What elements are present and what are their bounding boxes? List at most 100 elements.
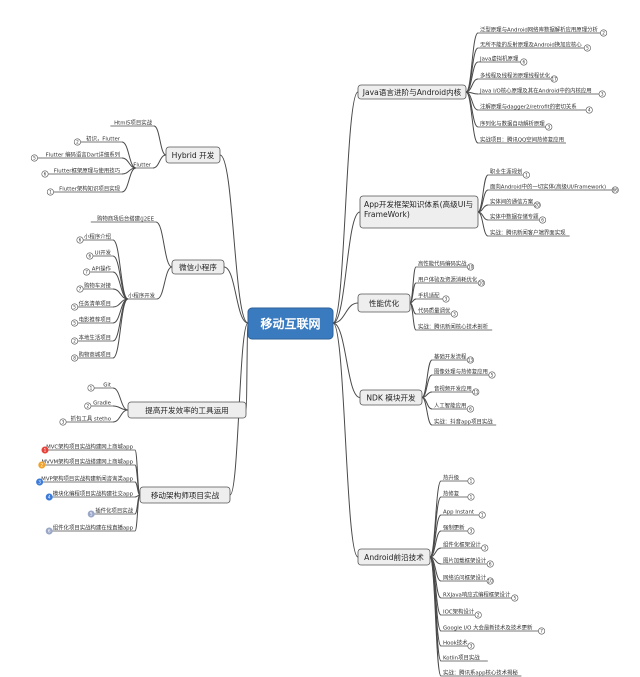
leaf-label: 图像处理与热修复应用 <box>434 368 488 376</box>
edge-leaf <box>112 298 129 359</box>
leaf-badge <box>550 75 558 83</box>
leaf-badge <box>467 477 475 485</box>
leaf-label: 购物商场后台搭建(J2EE <box>97 215 155 223</box>
leaf-label: 插件化项目实战 <box>95 507 133 515</box>
leaf-badge <box>539 216 547 224</box>
edge-leaf <box>121 167 137 193</box>
leaf-label: 热修复 <box>443 490 460 498</box>
branch-label-arch: 移动架构师项目实战 <box>151 490 220 500</box>
leaf-label: 注解原理与dagger2/retrofit的密切关系 <box>480 103 577 111</box>
leaf-label: MVC架构项目实战构建网上商城app <box>46 443 134 451</box>
leaf-badge-count: 5 <box>33 156 36 161</box>
leaf-badge-count: 3 <box>601 92 604 97</box>
leaf-label: MVP架构项目实战构建新闻咨询类app <box>41 475 133 483</box>
leaf-label: 实战项目：腾讯QQ空间热修复应用 <box>480 136 564 144</box>
leaf-label: 音视频开发应用 <box>434 385 472 393</box>
leaf-badge <box>472 388 480 396</box>
leaf-label: 无所不能的反射原理及Android换加应核心 <box>480 41 582 49</box>
leaf-label: Git <box>103 383 111 389</box>
leaf-label: 初识，Flutter <box>86 135 121 143</box>
branch-arch: 移动架构师项目实战 <box>139 486 231 504</box>
leaf-label: Java虚拟机原理 <box>479 55 519 63</box>
leaf-badge <box>467 642 475 650</box>
edge-group <box>156 266 173 300</box>
leaf-badge-count: 8 <box>73 356 76 361</box>
edge-leaf <box>409 266 417 304</box>
leaf-label: Google I/O 大会最新技术及技术更新 <box>443 624 533 632</box>
leaf-label: 热升级 <box>443 474 460 482</box>
leaf-label: 小程序介绍 <box>84 233 111 241</box>
leaf-label: 序列化与数据自动解析原理 <box>480 120 545 128</box>
leaf-label: 组件化框架设计 <box>443 541 481 549</box>
leaf-label: 任务清单项目 <box>79 300 111 308</box>
leaf-badge-count: 1 <box>470 479 473 484</box>
leaf-badge-count: 6 <box>522 60 525 65</box>
branch-label-frontier: Android前沿技术 <box>364 552 424 562</box>
leaf-badge-count: 5 <box>73 305 76 310</box>
leaf-badge-count: 1 <box>49 190 52 195</box>
leaf-badge-count: 2 <box>40 463 43 468</box>
leaf-app-g-1: 面向Android中的一切实体(高级UI/Framework)66 <box>488 183 619 194</box>
leaf-badge <box>30 154 38 162</box>
leaf-badge-count: 5 <box>491 373 494 378</box>
leaf-badge <box>41 446 49 454</box>
leaf-mini-0-0: 购物商场后台搭建(J2EE <box>90 215 156 223</box>
branch-box-tools <box>127 401 247 419</box>
leaf-label: 手机适配 <box>418 292 440 300</box>
leaf-badge <box>442 295 450 303</box>
leaf-badge <box>583 44 591 52</box>
leaf-label: Hook技术 <box>443 639 468 647</box>
edge-group <box>152 154 167 169</box>
leaf-badge <box>71 337 79 345</box>
leaf-label: 实战：腾讯新闻客户端界面实现 <box>490 229 566 237</box>
leaf-badge-count: 10 <box>468 265 474 270</box>
edge-leaf <box>134 494 141 532</box>
leaf-badge-count: 3 <box>547 125 550 130</box>
branch-box-arch <box>139 486 231 504</box>
leaf-app-g-4: 实战：腾讯新闻客户端界面实现 <box>488 229 570 237</box>
leaf-badge <box>466 405 474 413</box>
root-node: 移动互联网 <box>247 307 334 340</box>
leaf-label: API操作 <box>92 265 112 273</box>
leaf-badge <box>71 319 79 327</box>
leaf-badge <box>46 188 54 196</box>
leaf-label: MVVM架构项目实战搭建网上商城app <box>41 458 133 466</box>
leaf-perf-g-4: 实战：腾讯新闻核心技术剖析 <box>416 323 493 331</box>
root-node-box <box>247 307 334 340</box>
edge-leaf <box>429 556 442 677</box>
leaf-badge <box>478 511 486 519</box>
group-label-hybrid: Flutter <box>133 163 152 169</box>
leaf-badge <box>467 493 475 501</box>
leaf-label: 实战：腾讯系app核心技术揭秘 <box>443 669 518 677</box>
leaf-label: 电影推荐项目 <box>79 316 111 324</box>
leaf-badge <box>45 493 53 501</box>
leaf-badge-count: 6 <box>489 562 492 567</box>
leaf-badge-count: 1 <box>481 513 484 518</box>
branch-box-frontier <box>357 548 431 566</box>
leaf-label: 抓包工具 stetho <box>71 415 111 423</box>
branch-box-ndk <box>359 389 423 406</box>
leaf-badge <box>520 58 528 66</box>
leaf-badge <box>533 201 541 209</box>
leaf-badge-count: 10 <box>488 579 494 584</box>
leaf-badge <box>477 279 485 287</box>
edge-leaf <box>477 211 489 237</box>
